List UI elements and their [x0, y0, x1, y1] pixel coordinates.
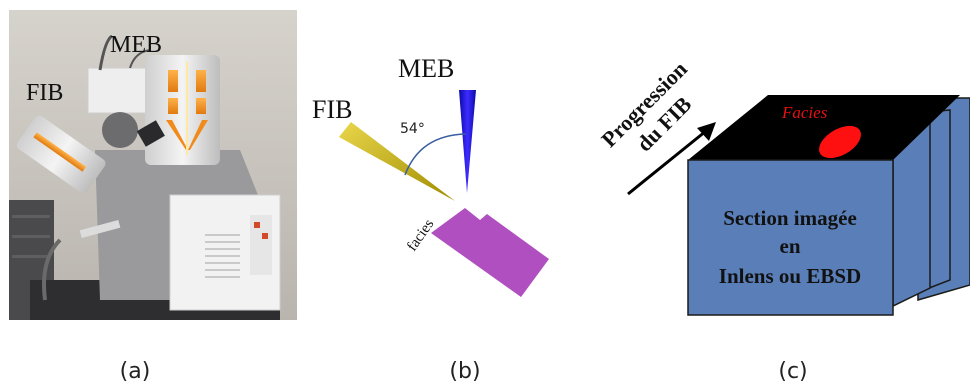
angle-arc — [404, 133, 467, 176]
angle-label: 54° — [400, 121, 425, 137]
caption-c: (c) — [778, 359, 807, 384]
sample-block — [431, 208, 549, 297]
section-line-2: en — [780, 234, 801, 258]
meb-beam — [459, 90, 476, 193]
panel-c-schematic: Facies Section imagée en Inlens ou EBSD … — [565, 25, 970, 316]
caption-a: (a) — [120, 359, 151, 384]
fib-label: FIB — [312, 95, 352, 124]
section-line-1: Section imagée — [723, 206, 857, 230]
block-top-face — [688, 95, 960, 160]
block-front-face — [687, 159, 894, 316]
progression-arrow — [627, 129, 707, 196]
progression-arrowhead — [697, 122, 716, 141]
meb-label: MEB — [398, 54, 454, 83]
section-line-3: Inlens ou EBSD — [719, 264, 861, 288]
panel-a-photo: FIB MEB — [9, 10, 297, 320]
stacked-slices — [892, 97, 970, 308]
panel-b-schematic: MEB FIB 54° facies — [312, 54, 549, 297]
facies-spot-label: Facies — [781, 103, 828, 122]
fib-beam — [339, 122, 455, 201]
instrument-meb-label: MEB — [110, 32, 162, 58]
caption-b: (b) — [449, 359, 480, 384]
instrument-fib-label: FIB — [26, 80, 63, 106]
facies-label: facies — [404, 216, 437, 254]
facies-spot — [819, 125, 861, 159]
